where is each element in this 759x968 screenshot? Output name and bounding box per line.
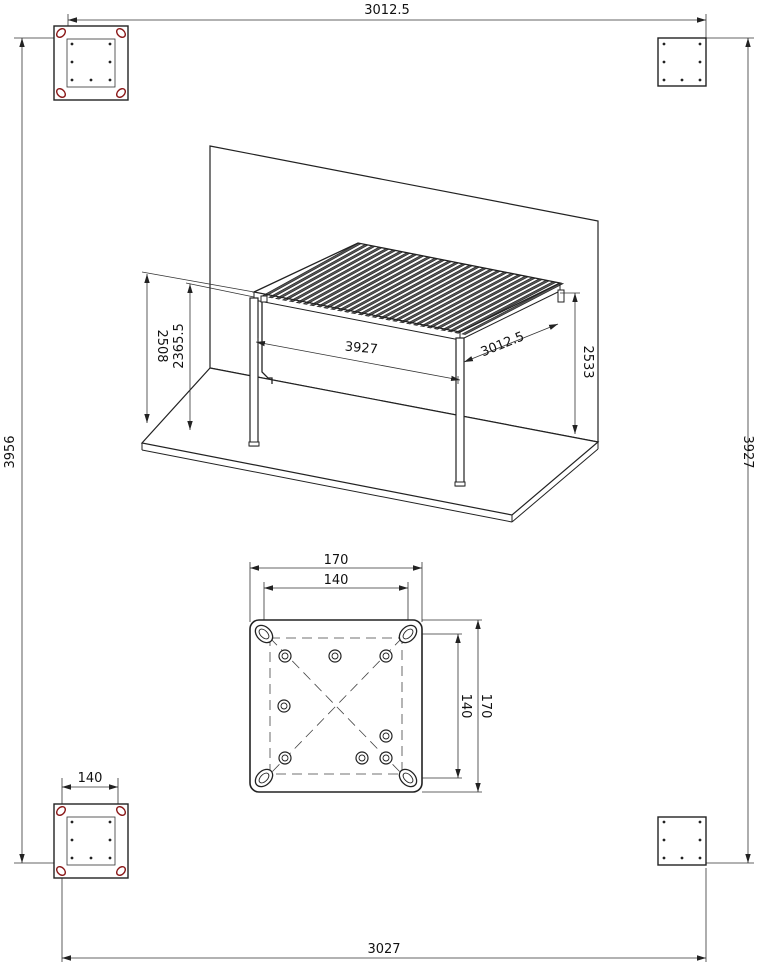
- corner-plate-bottom-left: [53, 803, 129, 879]
- bolt-hole: [355, 751, 369, 765]
- dimension-left-height: 3956: [3, 435, 18, 468]
- dimension-top-width: 3012.5: [364, 3, 410, 18]
- base-plate-body: [249, 619, 423, 793]
- pergola-perspective: 2508 2365.5 3927 3012.5 2533: [140, 145, 600, 523]
- overall-dimensions: 3012.5 3956 3927 3027 140: [3, 3, 755, 962]
- base-plate-hole-spacing-width: 140: [324, 573, 349, 588]
- base-plate-detail: 170 140 140 170: [249, 553, 493, 793]
- roof-louvres: [261, 242, 565, 335]
- corner-plate-bottom-right: [657, 816, 707, 866]
- corner-plate-top-right: [657, 37, 707, 87]
- bolt-hole: [277, 699, 291, 713]
- pergola-height-clear: 2365.5: [172, 323, 187, 369]
- post-front-right: [455, 337, 465, 487]
- dimension-bottom-width: 3027: [367, 942, 400, 957]
- dimension-corner-plate: 140: [78, 771, 103, 786]
- corner-slot-holes: [254, 624, 418, 788]
- bolt-hole: [278, 751, 292, 765]
- post-back-right: [557, 289, 565, 303]
- pergola-length: 3927: [344, 340, 378, 358]
- bolt-hole: [379, 649, 393, 663]
- pergola-height-total: 2508: [154, 329, 169, 362]
- bolt-hole: [379, 751, 393, 765]
- pergola-height-wall: 2533: [580, 345, 595, 378]
- post-front-left: [249, 297, 259, 447]
- base-plate-outer-width: 170: [324, 553, 349, 568]
- base-plate-outer-height: 170: [478, 694, 493, 719]
- corner-plate-top-left: [53, 25, 129, 101]
- bolt-hole: [379, 729, 393, 743]
- bolt-holes: [277, 649, 393, 765]
- bolt-hole: [328, 649, 342, 663]
- base-plate-hole-spacing-height: 140: [458, 694, 473, 719]
- bolt-hole: [278, 649, 292, 663]
- dimension-right-height: 3927: [740, 435, 755, 468]
